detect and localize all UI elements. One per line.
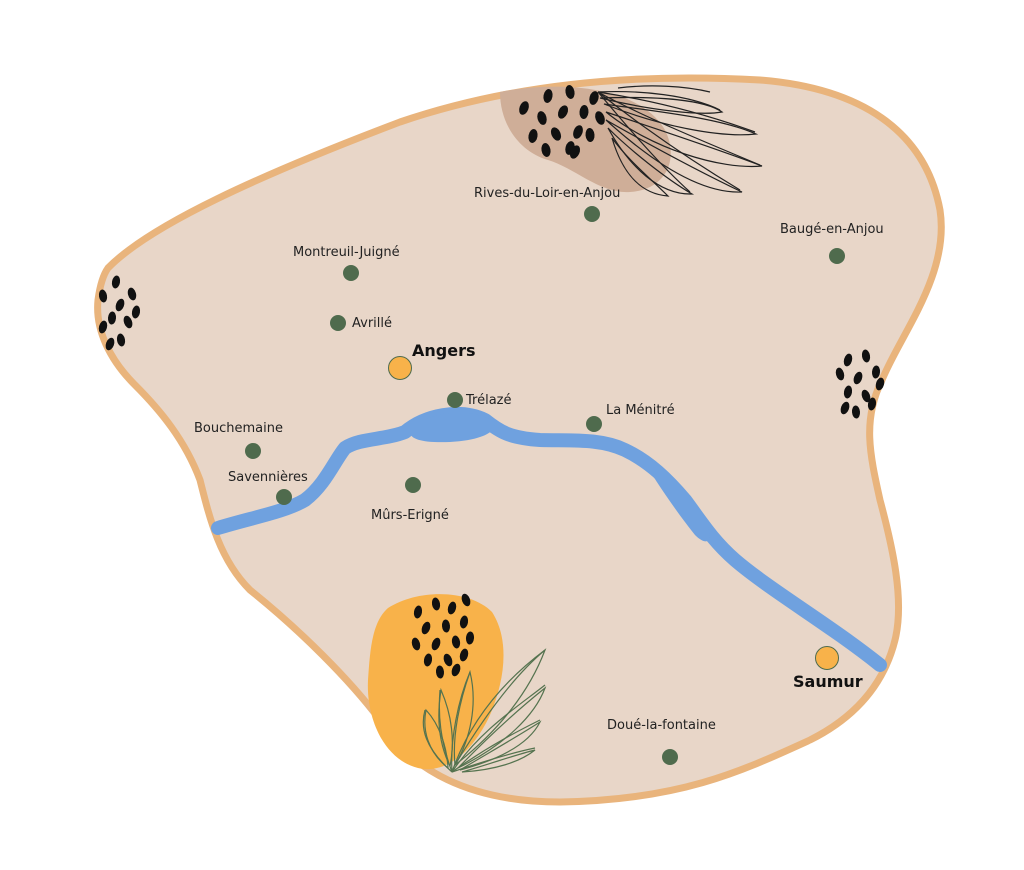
decor-dots-right: [835, 349, 885, 419]
decor-dot: [528, 129, 538, 143]
decor-dot: [867, 397, 877, 411]
decor-dot: [441, 619, 451, 633]
town-marker-montreuil[interactable]: [343, 265, 359, 281]
decor-dot: [585, 128, 595, 142]
town-marker-bauge[interactable]: [829, 248, 845, 264]
decor-dot: [569, 145, 581, 159]
decor-dot: [447, 601, 457, 615]
decor-dot: [565, 85, 575, 99]
decor-dot: [451, 635, 461, 649]
decor-leaves-top: [597, 85, 763, 197]
decor-dot: [871, 365, 881, 379]
town-label-doue: Doué-la-fontaine: [607, 718, 716, 733]
town-label-bouchemaine: Bouchemaine: [194, 421, 283, 436]
decor-dot: [573, 125, 583, 139]
town-marker-rives[interactable]: [584, 206, 600, 222]
decor-dot: [131, 305, 141, 319]
decor-dot: [413, 605, 423, 619]
decor-dot: [431, 637, 441, 651]
city-label-saumur: Saumur: [793, 672, 863, 691]
decor-dot: [431, 597, 441, 611]
decor-dot: [98, 320, 108, 334]
decor-dot: [541, 143, 551, 157]
decor-dot: [550, 127, 562, 141]
city-marker-saumur[interactable]: [815, 646, 839, 670]
decor-dot: [589, 91, 599, 105]
decor-dot: [459, 648, 469, 662]
decor-dot: [537, 111, 547, 125]
decor-dot: [98, 289, 108, 303]
decor-dot: [543, 89, 553, 103]
decor-dot: [115, 298, 125, 312]
decor-dot: [519, 101, 529, 115]
decor-dot: [843, 353, 853, 367]
decor-dot: [875, 377, 885, 391]
town-label-menitre: La Ménitré: [606, 403, 675, 418]
decor-dot: [111, 275, 121, 289]
town-marker-bouchemaine[interactable]: [245, 443, 261, 459]
river-widening: [640, 455, 710, 542]
decor-dot: [116, 333, 126, 347]
decor-dot: [459, 615, 469, 629]
decor-dots-top: [519, 85, 605, 159]
city-label-angers: Angers: [412, 341, 476, 360]
town-label-rives: Rives-du-Loir-en-Anjou: [474, 186, 621, 201]
decor-dot: [835, 367, 845, 381]
decor-dot: [435, 665, 445, 679]
town-marker-savennieres[interactable]: [276, 489, 292, 505]
town-label-trelaze: Trélazé: [466, 393, 512, 408]
town-marker-trelaze[interactable]: [447, 392, 463, 408]
decor-dot: [105, 337, 115, 351]
town-marker-doue[interactable]: [662, 749, 678, 765]
decor-dot: [853, 371, 863, 385]
decor-dot: [123, 315, 133, 329]
decor-dot: [579, 105, 589, 119]
decor-dot: [127, 287, 137, 301]
decor-dot: [421, 621, 431, 635]
town-marker-menitre[interactable]: [586, 416, 602, 432]
decor-dot: [465, 631, 475, 645]
decor-dot: [861, 349, 871, 363]
city-marker-angers[interactable]: [388, 356, 412, 380]
town-marker-murs[interactable]: [405, 477, 421, 493]
decor-dot: [461, 593, 471, 607]
decor-dot: [423, 653, 433, 667]
town-label-montreuil: Montreuil-Juigné: [293, 245, 400, 260]
decor-dots-bottom: [411, 593, 475, 679]
decor-dot: [861, 389, 871, 403]
decor-dot: [557, 105, 569, 119]
decor-dot: [451, 663, 461, 677]
decor-dots-left: [98, 275, 141, 351]
town-marker-avrille[interactable]: [330, 315, 346, 331]
decor-dot: [443, 653, 453, 667]
decor-dot: [107, 311, 117, 325]
town-label-murs: Mûrs-Erigné: [371, 508, 449, 523]
decor-dot: [851, 405, 861, 419]
town-label-savennieres: Savennières: [228, 470, 308, 485]
river: [211, 407, 887, 672]
decor-dot: [840, 401, 850, 415]
decor-dot: [595, 111, 605, 125]
decor-leaves-bottom: [422, 648, 547, 773]
decor-dot: [411, 637, 421, 651]
town-label-bauge: Baugé-en-Anjou: [780, 222, 884, 237]
town-label-avrille: Avrillé: [352, 316, 393, 331]
decor-dot: [843, 385, 853, 399]
river-widening: [410, 412, 495, 443]
